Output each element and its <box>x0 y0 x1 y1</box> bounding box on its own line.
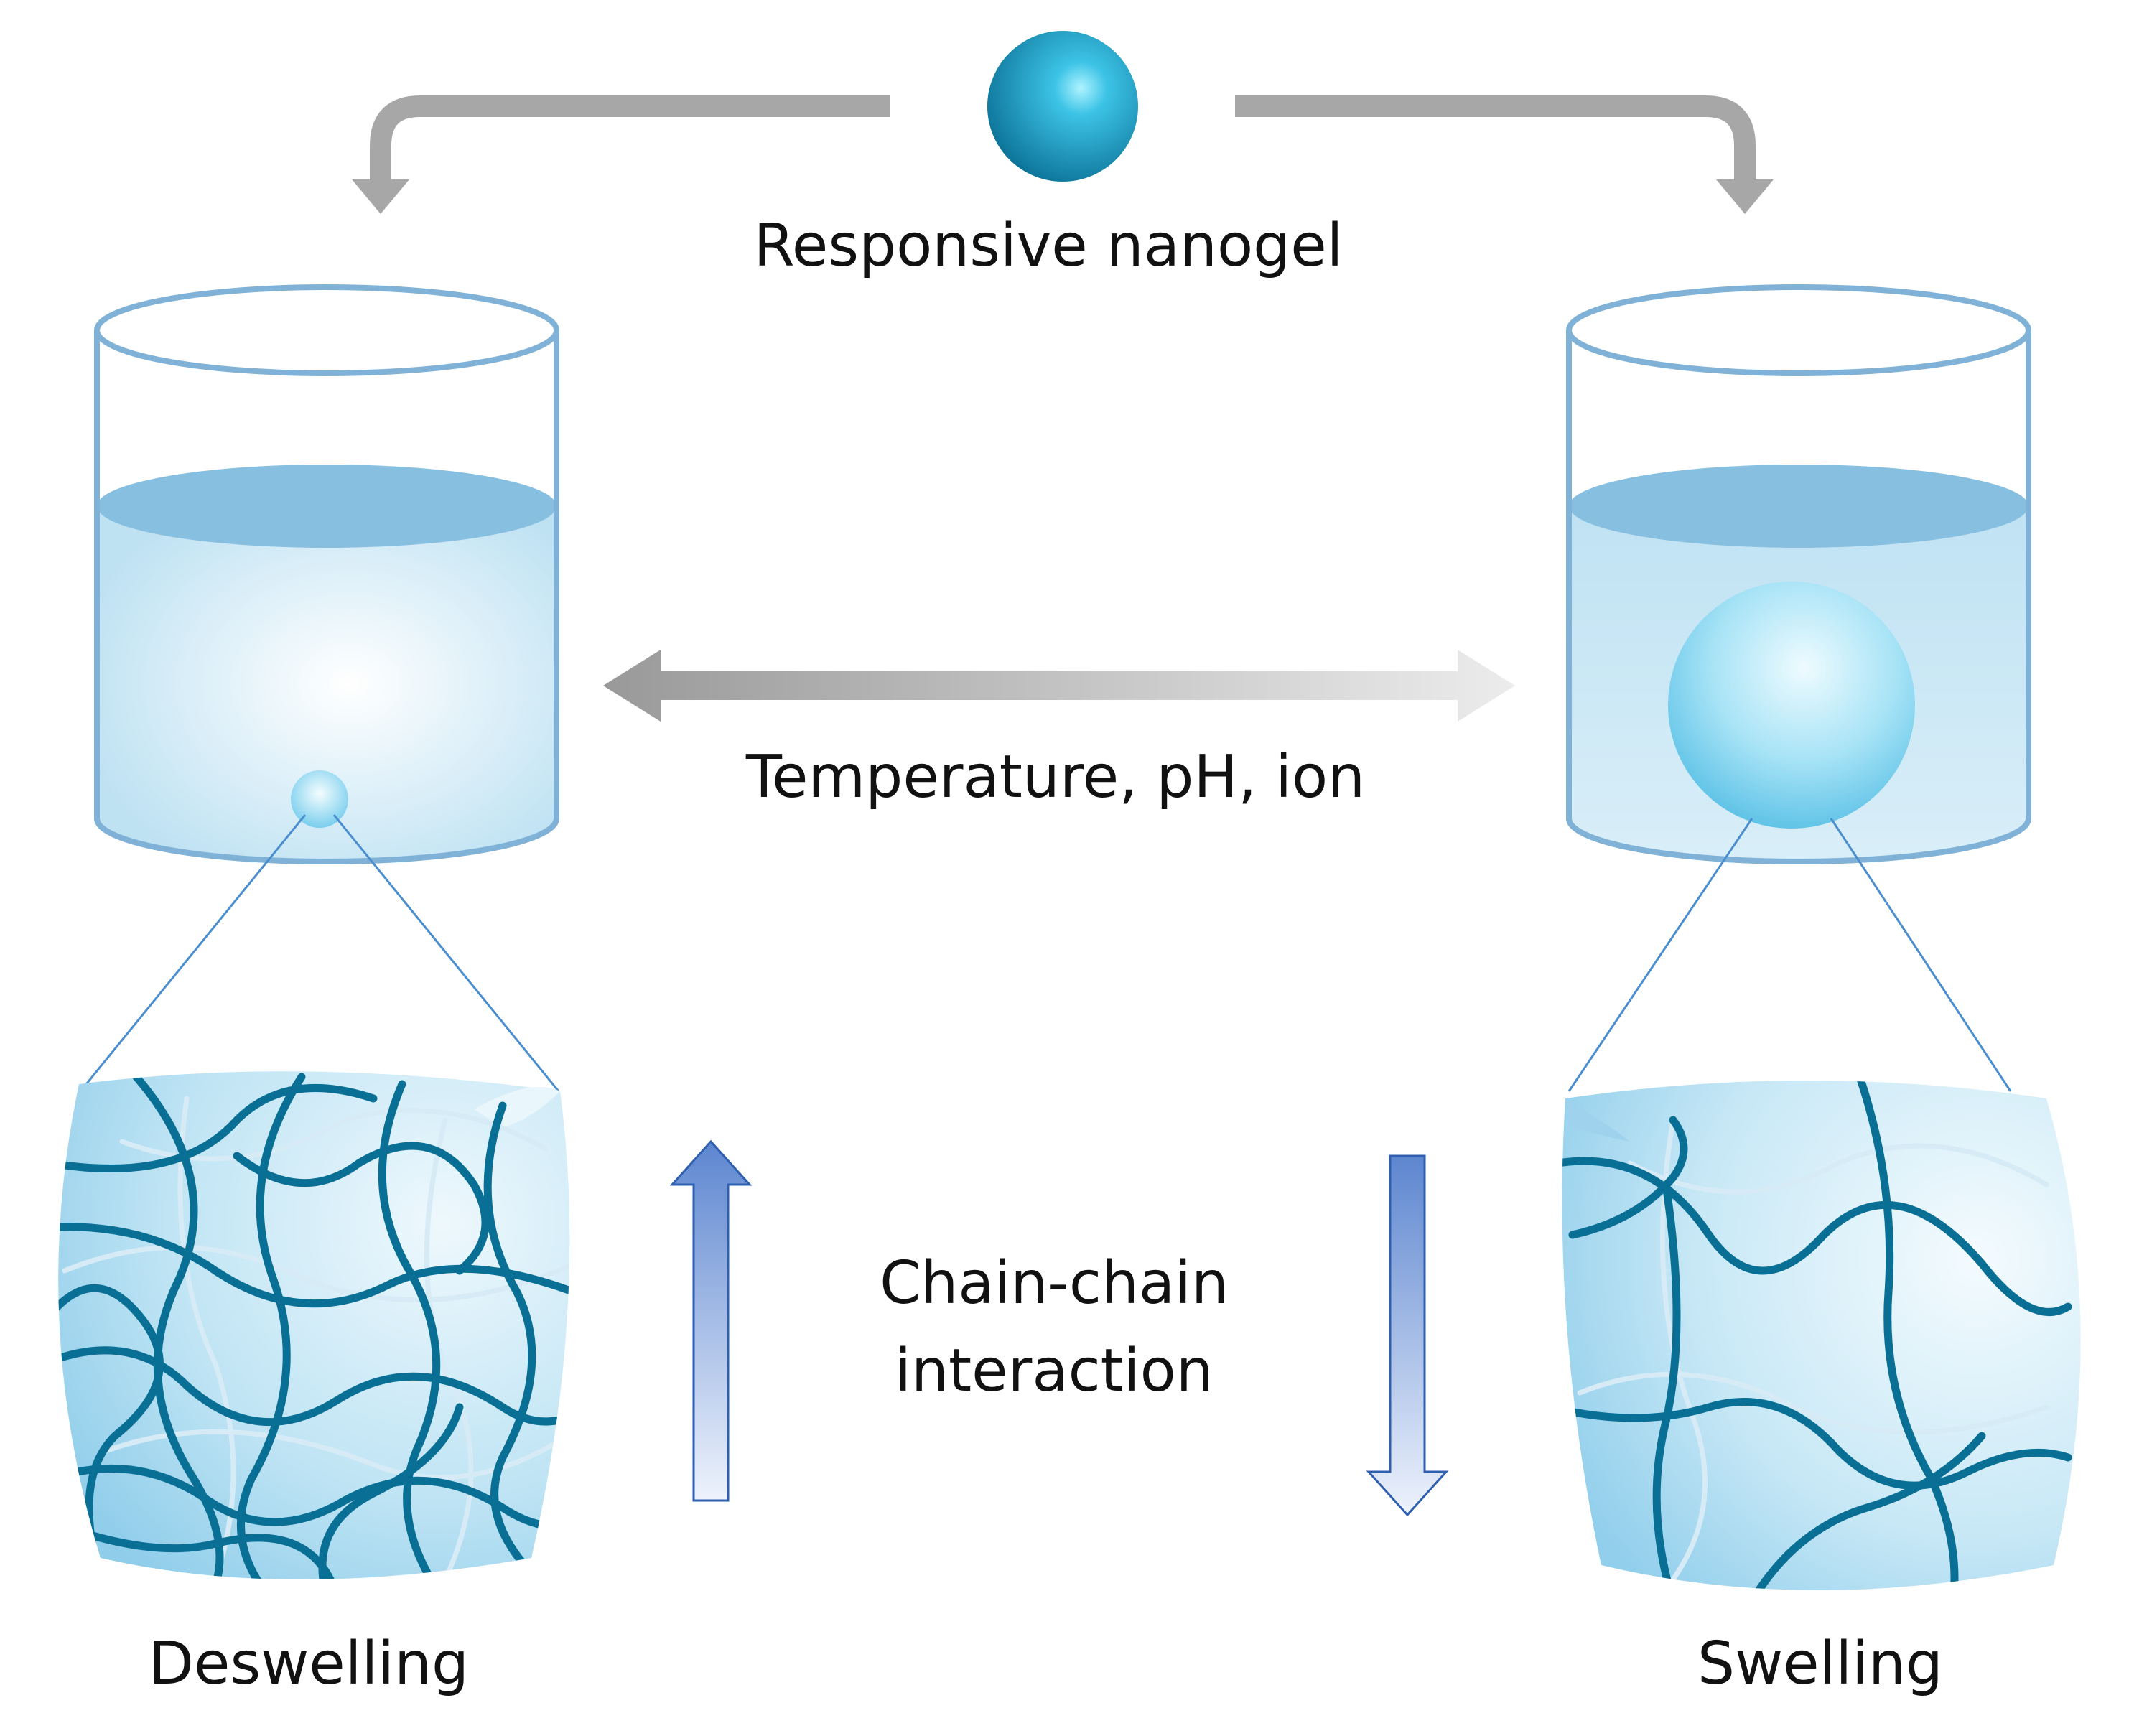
chain-interaction-decrease-arrow <box>1366 1154 1449 1517</box>
zoom-line-right-a <box>1567 818 1753 1092</box>
left-beaker-liquid <box>97 506 556 862</box>
zoom-line-right-b <box>1830 818 2012 1092</box>
responsive-nanogel-label: Responsive nanogel <box>754 212 1343 280</box>
responsive-nanogel-sphere <box>987 31 1138 182</box>
left-beaker-rim <box>94 284 559 376</box>
deswelled-nanogel <box>291 770 348 828</box>
bidirectional-stimulus-arrow <box>603 650 1515 722</box>
gray-arrow-to-right-beaker <box>1235 95 1774 214</box>
swelled-nanogel <box>1668 582 1915 829</box>
right-beaker-rim <box>1566 284 2031 376</box>
right-beaker <box>1566 284 2031 864</box>
chain-chain-label-line1: Chain-chain <box>880 1249 1229 1317</box>
left-beaker <box>94 284 559 864</box>
stimulus-label: Temperature, pH, ion <box>745 743 1365 811</box>
swelling-label: Swelling <box>1697 1630 1943 1698</box>
zoom-line-left-a <box>79 814 307 1092</box>
chain-interaction-increase-arrow <box>669 1139 753 1502</box>
left-beaker-liquid-surface <box>97 465 556 548</box>
gray-arrow-to-left-beaker <box>352 95 890 214</box>
zoom-line-left-b <box>332 814 560 1092</box>
right-beaker-liquid-surface <box>1569 465 2028 548</box>
dense-polymer-network <box>58 1071 570 1579</box>
deswelling-label: Deswelling <box>149 1630 469 1698</box>
chain-chain-label-line2: interaction <box>895 1337 1213 1405</box>
loose-polymer-network <box>1562 1081 2081 1590</box>
